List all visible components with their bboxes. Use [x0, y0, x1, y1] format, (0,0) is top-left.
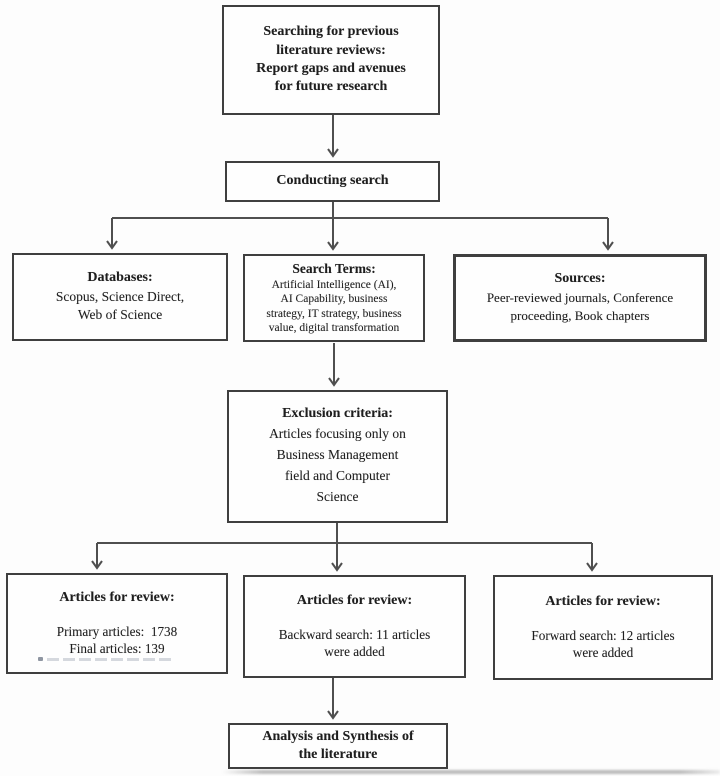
node-articles-for-review-forward: Articles for review: Forward search: 12 … [493, 575, 713, 680]
node-text-line: Artificial Intelligence (AI), [271, 278, 397, 291]
node-text-line: Web of Science [77, 307, 163, 323]
node-conducting-search: Conducting search [225, 161, 440, 202]
node-text-line: Searching for previous [263, 24, 399, 40]
node-literature-review-goal: Searching for previous literature review… [222, 5, 440, 115]
node-search-terms: Search Terms: Artificial Intelligence (A… [243, 254, 425, 342]
node-title: Exclusion criteria: [282, 406, 393, 422]
node-text-line: Scopus, Science Direct, [55, 289, 185, 305]
node-label: Conducting search [276, 173, 389, 189]
node-text-line: the literature [298, 747, 378, 762]
primary-articles-count: Primary articles: 1738 [56, 623, 178, 639]
node-articles-for-review-primary: Articles for review: Primary articles: 1… [6, 573, 228, 674]
node-text-line: Analysis and Synthesis of [262, 728, 414, 744]
node-text-line: for future research [274, 79, 388, 95]
faded-text-artifact-dot [38, 657, 43, 661]
node-text-line: were added [572, 645, 634, 661]
node-text-line: AI Capability, business [280, 293, 388, 306]
faded-text-artifact [47, 658, 175, 661]
node-title: Search Terms: [292, 261, 376, 277]
node-analysis-synthesis: Analysis and Synthesis of the literature [228, 723, 448, 769]
node-text-line: literature reviews: [276, 42, 386, 58]
final-articles-count: Final articles: 139 [69, 641, 165, 657]
node-databases: Databases: Scopus, Science Direct, Web o… [12, 253, 228, 341]
node-title: Sources: [554, 270, 606, 286]
node-text-line: value, digital transformation [268, 322, 400, 335]
node-title: Databases: [87, 270, 153, 286]
node-text-line: Report gaps and avenues [256, 61, 406, 76]
node-text-line: strategy, IT strategy, business [266, 307, 402, 320]
node-text-line: were added [324, 644, 385, 660]
node-text-line: Business Management [276, 447, 399, 463]
node-text-line: proceeding, Book chapters [510, 308, 650, 324]
node-title: Articles for review: [545, 593, 661, 609]
forward-search-count: Forward search: 12 articles [531, 627, 675, 643]
node-text-line: field and Computer [285, 467, 390, 483]
node-text-line: Peer-reviewed journals, Conference [486, 289, 674, 305]
image-edge-artifact [222, 770, 720, 774]
node-title: Articles for review: [59, 589, 175, 605]
node-sources: Sources: Peer-reviewed journals, Confere… [453, 254, 707, 342]
node-text-line: Articles focusing only on [269, 426, 406, 442]
node-articles-for-review-backward: Articles for review: Backward search: 11… [243, 575, 466, 678]
node-text-line: Science [316, 488, 359, 504]
backward-search-count: Backward search: 11 articles [278, 626, 431, 642]
node-title: Articles for review: [296, 592, 413, 608]
node-exclusion-criteria: Exclusion criteria: Articles focusing on… [227, 390, 448, 523]
